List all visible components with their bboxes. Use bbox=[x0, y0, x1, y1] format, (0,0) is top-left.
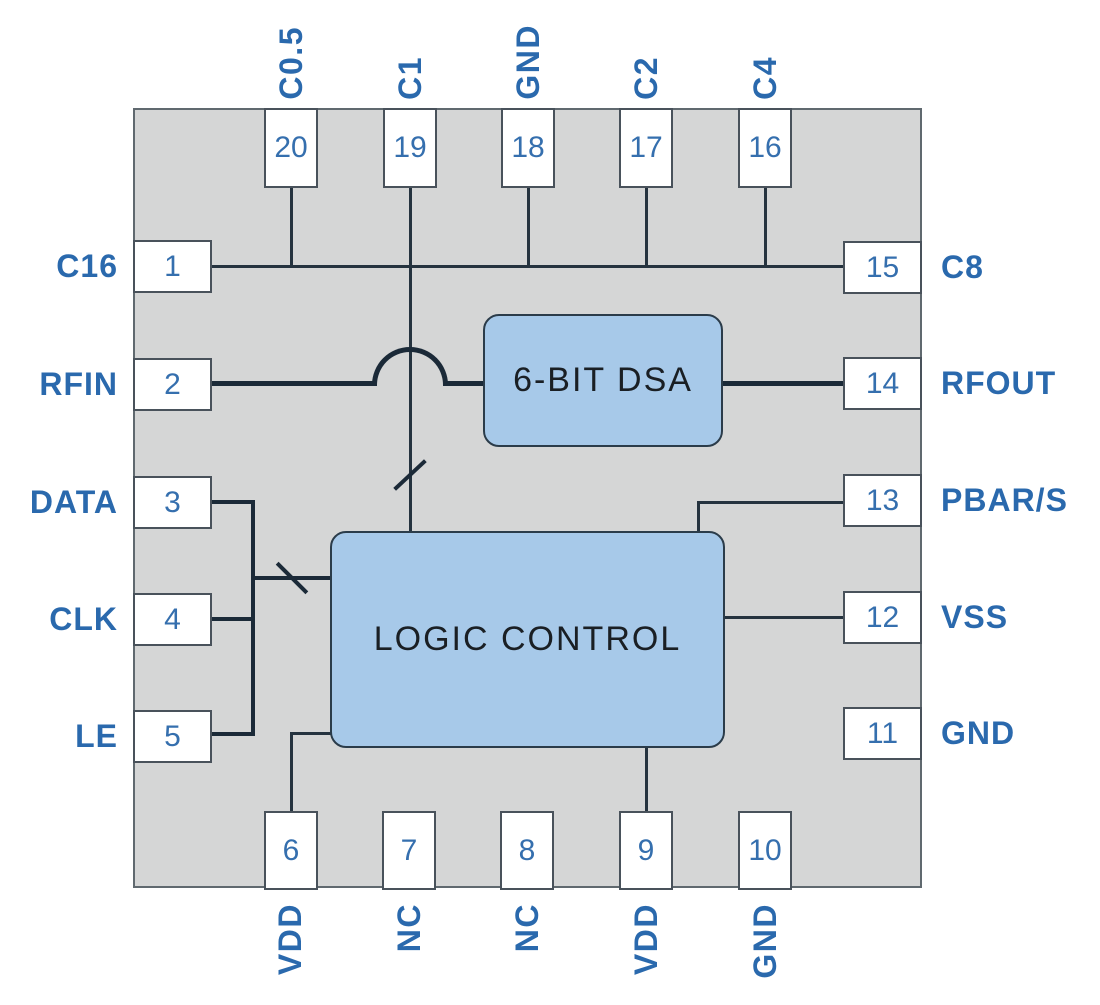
wire-rfin-to-dsa bbox=[446, 381, 484, 386]
wire-stub-pin4 bbox=[211, 617, 255, 621]
pin-box-2: 2 bbox=[133, 358, 212, 411]
wire-stub-pin16 bbox=[764, 187, 767, 267]
pin-box-12: 12 bbox=[843, 591, 922, 644]
wire-vdd6-horizontal bbox=[290, 732, 334, 735]
pin-number: 7 bbox=[400, 833, 418, 867]
wire-dsa-to-rfout bbox=[722, 381, 844, 386]
pin-box-1: 1 bbox=[133, 240, 212, 293]
pin-box-9: 9 bbox=[619, 811, 673, 890]
pin-number: 5 bbox=[164, 719, 181, 753]
pin-number: 11 bbox=[866, 716, 899, 750]
logic-control-block-label: LOGIC CONTROL bbox=[373, 620, 682, 658]
pin-number: 3 bbox=[164, 485, 181, 519]
wire-serial-bus-vertical bbox=[251, 500, 255, 736]
pin-number: 19 bbox=[393, 131, 427, 164]
pin-box-11: 11 bbox=[843, 707, 922, 760]
pin-box-16: 16 bbox=[738, 108, 792, 188]
pin-label-c2: C2 bbox=[628, 56, 664, 100]
pin-label-c4: C4 bbox=[747, 56, 783, 100]
wire-rfin bbox=[212, 381, 374, 386]
pin-number: 17 bbox=[629, 131, 663, 164]
pin-label-data: DATA bbox=[29, 484, 118, 520]
pin-number: 1 bbox=[164, 249, 181, 283]
wire-stub-pin3 bbox=[211, 500, 255, 504]
pin-box-19: 19 bbox=[383, 108, 437, 188]
pin-label-gnd-bottom: GND bbox=[747, 903, 783, 979]
pin-label-c05: C0.5 bbox=[273, 26, 309, 100]
pin-box-18: 18 bbox=[501, 108, 555, 188]
pin-box-13: 13 bbox=[843, 474, 922, 527]
pin-box-6: 6 bbox=[264, 811, 318, 890]
pin-number: 10 bbox=[748, 833, 782, 867]
wire-pbar-horizontal bbox=[697, 501, 844, 504]
pin-label-rfin: RFIN bbox=[39, 366, 118, 402]
pin-number: 12 bbox=[865, 600, 900, 634]
dsa-block-label: 6-BIT DSA bbox=[513, 361, 693, 399]
pin-number: 9 bbox=[637, 833, 655, 867]
pin-box-14: 14 bbox=[843, 357, 922, 410]
pin-label-nc7: NC bbox=[391, 903, 427, 953]
pin-number: 14 bbox=[865, 366, 900, 400]
wire-pbar-vertical bbox=[697, 501, 700, 533]
pin-number: 2 bbox=[164, 367, 181, 401]
wire-stub-pin17 bbox=[645, 187, 648, 267]
pin-label-c8: C8 bbox=[941, 249, 984, 285]
pin-label-rfout: RFOUT bbox=[941, 365, 1057, 401]
pin-number: 15 bbox=[865, 250, 900, 284]
wire-vdd6-vertical bbox=[290, 732, 293, 812]
pin-number: 4 bbox=[164, 602, 181, 636]
pin-label-le: LE bbox=[75, 718, 118, 754]
pin-label-vdd9: VDD bbox=[628, 903, 664, 976]
pin-box-3: 3 bbox=[133, 476, 212, 529]
pin-label-pbars: PBAR/S bbox=[941, 482, 1068, 518]
pin-label-c16: C16 bbox=[56, 248, 118, 284]
pin-box-15: 15 bbox=[843, 241, 922, 294]
pin-number: 13 bbox=[865, 483, 900, 517]
dsa-block: 6-BIT DSA bbox=[483, 314, 723, 447]
pin-number: 20 bbox=[274, 131, 308, 164]
pin-box-8: 8 bbox=[500, 811, 554, 890]
pin-label-gnd-top: GND bbox=[510, 24, 546, 100]
pin-box-5: 5 bbox=[133, 710, 212, 763]
wire-vdd9-vertical bbox=[645, 747, 648, 812]
pin-label-vss: VSS bbox=[941, 599, 1009, 635]
pin-label-vdd6: VDD bbox=[272, 903, 308, 976]
wire-stub-pin18 bbox=[527, 187, 530, 267]
pin-number: 18 bbox=[511, 131, 545, 164]
pin-label-nc8: NC bbox=[509, 903, 545, 953]
pin-box-17: 17 bbox=[619, 108, 673, 188]
pin-label-c1: C1 bbox=[392, 56, 428, 100]
pin-number: 16 bbox=[748, 131, 782, 164]
pin-box-4: 4 bbox=[133, 593, 212, 646]
pin-box-20: 20 bbox=[264, 108, 318, 188]
pin-number: 8 bbox=[518, 833, 536, 867]
wire-stub-pin5 bbox=[211, 732, 255, 736]
pin-box-10: 10 bbox=[738, 811, 792, 890]
pin-label-clk: CLK bbox=[49, 601, 118, 637]
pin-label-gnd-right: GND bbox=[941, 715, 1016, 751]
logic-control-block: LOGIC CONTROL bbox=[330, 531, 725, 748]
wire-vss bbox=[724, 616, 844, 619]
pin-box-7: 7 bbox=[382, 811, 436, 890]
pin-number: 6 bbox=[282, 833, 300, 867]
wire-stub-pin20 bbox=[290, 187, 293, 267]
